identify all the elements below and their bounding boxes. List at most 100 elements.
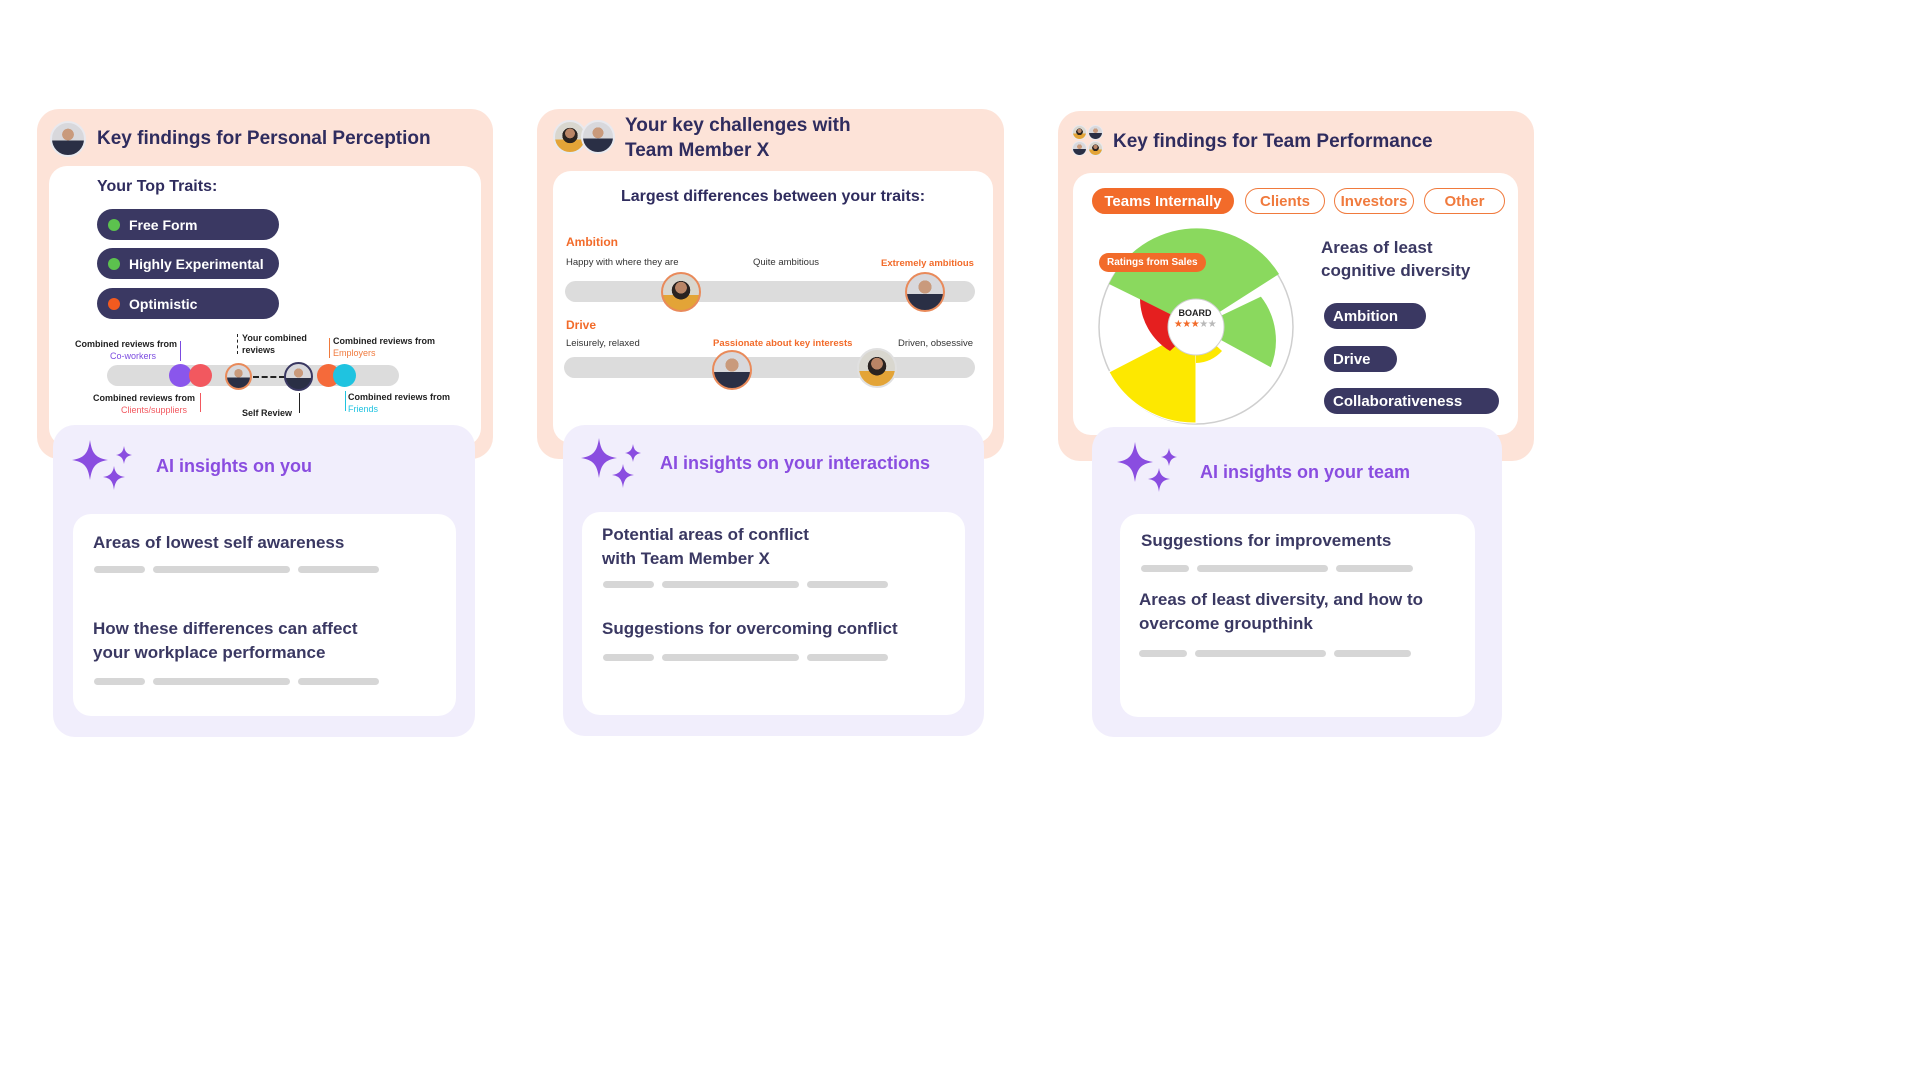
ambition-left-label: Happy with where they are — [566, 257, 679, 268]
leader-line — [200, 393, 201, 412]
drive-right-label: Driven, obsessive — [898, 338, 973, 349]
combined-review-avatar — [225, 363, 252, 390]
placeholder-bar — [1336, 565, 1413, 572]
segment-yellow-bottom — [1108, 326, 1197, 424]
panel3-title: Key findings for Team Performance — [1113, 131, 1433, 152]
area-pill-drive: Drive — [1324, 346, 1397, 372]
placeholder-bar — [298, 678, 379, 685]
trait-label: Optimistic — [129, 295, 198, 312]
insight-item: Potential areas of conflict with Team Me… — [602, 525, 809, 568]
user-drive-avatar — [712, 350, 752, 390]
insight-item: Suggestions for overcoming conflict — [602, 619, 898, 638]
area-pill-ambition: Ambition — [1324, 303, 1426, 329]
friends-marker — [333, 364, 356, 387]
placeholder-bar — [807, 654, 888, 661]
user-avatar — [581, 120, 615, 154]
label-friends: Combined reviews from Friends — [348, 392, 451, 414]
placeholder-bar — [1141, 565, 1189, 572]
placeholder-bar — [1334, 650, 1411, 657]
trait-label: Highly Experimental — [129, 255, 264, 272]
ambition-middle-label: Quite ambitious — [753, 257, 820, 268]
team-avatar — [1072, 141, 1087, 156]
board-rating-stars: ★★★★★ — [1166, 319, 1224, 330]
user-ambition-avatar — [905, 272, 945, 312]
team-member-drive-avatar — [857, 348, 897, 388]
placeholder-bar — [94, 678, 145, 685]
ambition-label: Ambition — [566, 235, 618, 249]
placeholder-bar — [807, 581, 888, 588]
trait-dot-icon — [108, 258, 120, 270]
tab-investors[interactable]: Investors — [1334, 188, 1414, 214]
placeholder-bar — [153, 566, 290, 573]
self-review-avatar — [284, 362, 313, 391]
team-avatars-icon — [1072, 125, 1104, 157]
team-avatar — [1088, 141, 1103, 156]
segment-green-right — [1194, 295, 1277, 369]
panel2-title: Your key challenges with Team Member X — [625, 115, 851, 161]
star-icon: ★ — [1207, 319, 1217, 330]
trait-pill-optimistic: Optimistic — [97, 288, 279, 319]
chart-badge: Ratings from Sales — [1099, 253, 1206, 272]
coworkers-marker — [169, 364, 192, 387]
tab-other[interactable]: Other — [1424, 188, 1505, 214]
user-avatar — [50, 121, 86, 157]
team-avatar — [1088, 125, 1103, 140]
sparkle-icon — [72, 440, 132, 490]
board-label: BOARD — [1178, 308, 1212, 318]
leader-line — [180, 341, 181, 361]
trait-dot-icon — [108, 219, 120, 231]
insight-item: Areas of lowest self awareness — [93, 533, 345, 552]
star-icon: ★ — [1182, 319, 1191, 330]
placeholder-bar — [298, 566, 379, 573]
team-avatar — [1072, 125, 1087, 140]
placeholder-bar — [94, 566, 145, 573]
label-employers: Combined reviews from Employers — [333, 336, 436, 358]
drive-track — [564, 357, 975, 378]
insights-interactions-list — [582, 512, 965, 715]
placeholder-bar — [1197, 565, 1328, 572]
area-pill-collaborativeness: Collaborativeness — [1324, 388, 1499, 414]
sparkle-icon — [1117, 442, 1177, 492]
star-icon: ★ — [1173, 319, 1183, 330]
drive-middle-label: Passionate about key interests — [713, 338, 853, 349]
ai-insights-team-title: AI insights on your team — [1200, 462, 1411, 482]
ambition-right-label: Extremely ambitious — [881, 258, 974, 269]
ai-insights-interactions-title: AI insights on your interactions — [660, 453, 931, 473]
star-icon: ★ — [1190, 319, 1200, 330]
dashed-connector — [253, 376, 285, 378]
leader-line — [237, 334, 238, 354]
leader-line — [345, 391, 346, 411]
trait-pill-free-form: Free Form — [97, 209, 279, 240]
label-your-combined: Your combined reviews — [242, 333, 307, 355]
trait-pill-highly-experimental: Highly Experimental — [97, 248, 279, 279]
trait-label: Free Form — [129, 216, 198, 233]
chart-center — [1167, 298, 1225, 356]
placeholder-bar — [603, 581, 654, 588]
insight-item: Suggestions for improvements — [1141, 531, 1392, 550]
trait-dot-icon — [108, 298, 120, 310]
traits-heading: Your Top Traits: — [97, 178, 218, 195]
drive-label: Drive — [566, 318, 597, 332]
clients-marker — [189, 364, 212, 387]
differences-subtitle: Largest differences between your traits: — [620, 188, 926, 205]
insight-item: Areas of least diversity, and how to ove… — [1139, 590, 1424, 633]
sparkle-icon — [581, 438, 641, 488]
leader-line — [329, 338, 330, 358]
placeholder-bar — [153, 678, 290, 685]
insights-team-list — [1120, 514, 1475, 717]
placeholder-bar — [1139, 650, 1187, 657]
label-clients: Combined reviews from Clients/suppliers — [92, 393, 196, 415]
panel1-title: Key findings for Personal Perception — [97, 128, 431, 149]
placeholder-bar — [662, 654, 799, 661]
tab-teams-internally[interactable]: Teams Internally — [1092, 188, 1234, 214]
team-member-ambition-avatar — [661, 272, 701, 312]
label-coworkers: Combined reviews from Co-workers — [74, 339, 178, 361]
leader-line — [299, 393, 300, 413]
star-icon: ★ — [1199, 319, 1208, 330]
placeholder-bar — [603, 654, 654, 661]
insight-item: How these differences can affect your wo… — [93, 619, 358, 662]
tab-clients[interactable]: Clients — [1245, 188, 1325, 214]
label-self-review: Self Review — [242, 408, 293, 418]
areas-heading: Areas of least cognitive diversity — [1321, 238, 1471, 280]
placeholder-bar — [1195, 650, 1326, 657]
